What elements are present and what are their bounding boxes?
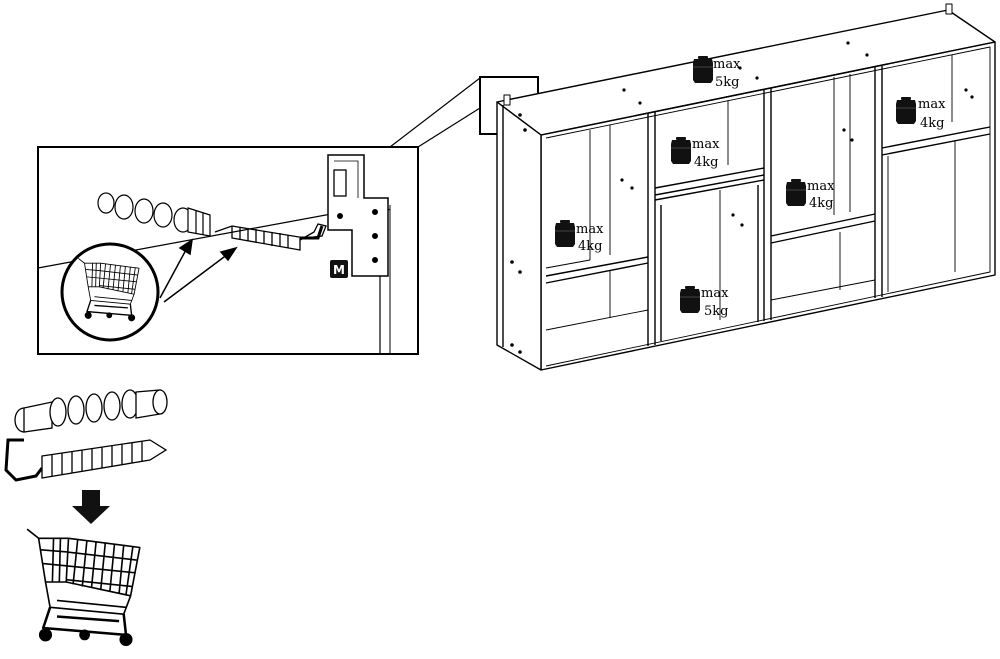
- weight-marker-5: max 4kg: [554, 219, 604, 254]
- weight-marker-2: max 4kg: [895, 96, 946, 131]
- bracket-label: M: [333, 263, 345, 277]
- weight-limit-label: 4kg: [694, 155, 718, 170]
- weight-limit-label: 4kg: [578, 239, 602, 254]
- bracket-label-badge: M: [330, 260, 348, 278]
- shopping-cart-icon: [25, 527, 142, 647]
- weight-icon: [554, 219, 576, 248]
- callout-connectors: [389, 77, 481, 148]
- wall-plug-icon: [97, 192, 211, 237]
- weight-max-label: max: [701, 286, 729, 301]
- arrow-down-icon: [72, 490, 110, 524]
- shelf-unit: [496, 3, 996, 371]
- weight-max-label: max: [807, 179, 835, 194]
- cart-circle: [60, 242, 160, 342]
- weight-icon: [679, 285, 701, 314]
- disposal-dowel-icon: [14, 389, 168, 433]
- screw-holes: [510, 41, 974, 354]
- weight-marker-3: max 4kg: [670, 136, 720, 170]
- disposal-hook-icon: [4, 438, 168, 482]
- weight-icon: [785, 178, 807, 207]
- weight-icon: [895, 96, 917, 125]
- weight-limit-label: 4kg: [920, 116, 944, 131]
- weight-max-label: max: [713, 57, 741, 72]
- weight-icon: [670, 136, 692, 165]
- weight-limit-label: 5kg: [704, 304, 728, 319]
- screw-hook-icon: [214, 223, 327, 251]
- weight-marker-1: max 5kg: [692, 55, 741, 90]
- weight-max-label: max: [576, 222, 604, 237]
- weight-max-label: max: [692, 137, 720, 152]
- hanging-bracket-icon: [327, 154, 389, 277]
- weight-limit-label: 4kg: [809, 196, 833, 211]
- weight-marker-4: max 4kg: [785, 178, 835, 211]
- weight-max-label: max: [918, 97, 946, 112]
- weight-marker-6: max 5kg: [679, 285, 729, 319]
- detail-callout: M: [37, 146, 419, 355]
- arrow-icons: [159, 238, 238, 303]
- weight-limit-label: 5kg: [715, 75, 739, 90]
- weight-icon: [692, 55, 714, 84]
